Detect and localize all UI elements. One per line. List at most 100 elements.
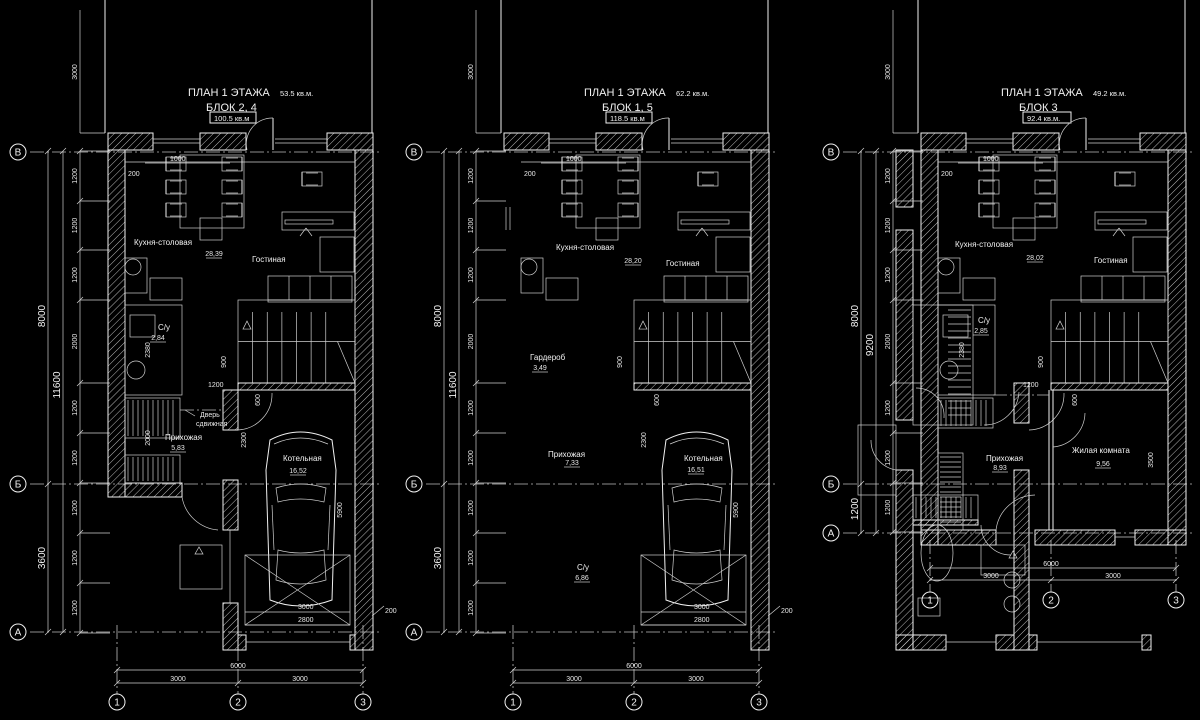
axis-col-3: 3 (750, 693, 768, 711)
wardrobe (124, 454, 181, 484)
plan-title: ПЛАН 1 ЭТАЖА (1001, 87, 1083, 99)
washbasin-icon (126, 360, 146, 380)
bathroom (124, 304, 183, 396)
line (872, 529, 880, 537)
chair-icon (1034, 179, 1056, 195)
chair-icon (561, 179, 583, 195)
room-area: 2,85 (974, 328, 988, 335)
entrance-porch (857, 424, 897, 496)
room-name: Кухня-столовая (556, 243, 614, 252)
floor-area: 62.2 кв.м. (676, 89, 709, 98)
leader-line (767, 605, 781, 617)
axis-bubble (405, 623, 423, 641)
dimension-text: 1200 (885, 168, 892, 184)
line (1047, 576, 1055, 584)
wall (237, 382, 356, 391)
wall (895, 634, 947, 651)
wall (633, 382, 752, 391)
axis-row-b: Б (405, 475, 423, 493)
tv-stand (677, 211, 751, 231)
dimension-lower: 3600 (433, 546, 444, 569)
dimension-lower: 3600 (37, 546, 48, 569)
axis-label: Б (15, 480, 22, 491)
wall (237, 634, 247, 651)
chair-seat (165, 202, 187, 218)
line (455, 147, 463, 155)
room-name: Кухня-столовая (134, 238, 192, 247)
door-swing-icon (1028, 392, 1065, 431)
dimension-text: 1000 (566, 156, 582, 163)
dimension-text: 200 (385, 608, 397, 615)
line (755, 679, 763, 687)
dimension-bay: 3000 (292, 676, 308, 683)
dimension-lower: 1200 (850, 497, 861, 520)
line (305, 227, 313, 237)
chair-seat (221, 179, 243, 195)
sofa-icon (267, 275, 353, 303)
dining-table (575, 154, 641, 229)
dimension-text: 2300 (641, 432, 648, 448)
axis-bubble (9, 475, 27, 493)
door-swing-icon (642, 117, 670, 151)
dimension-text: 1200 (1023, 382, 1039, 389)
dimension-text: 1200 (72, 168, 79, 184)
wall (750, 149, 770, 651)
toilet-icon (917, 597, 941, 617)
line (701, 227, 709, 237)
window (153, 138, 200, 144)
dimension-text: 600 (255, 394, 262, 406)
wall (222, 602, 239, 651)
dimension-bay: 3000 (566, 676, 582, 683)
tv-stand (1094, 211, 1168, 231)
chair-icon (1012, 217, 1036, 241)
total-area-box (605, 111, 653, 124)
dimension-overall: 8000 (37, 304, 48, 327)
dimension-total: 11600 (52, 371, 63, 399)
door-note: сдвижная (196, 421, 228, 428)
wall (722, 132, 770, 151)
chair-icon (1114, 171, 1136, 187)
floor-area: 49.2 кв.м. (1093, 89, 1126, 98)
line (44, 628, 52, 636)
chair-icon (221, 202, 243, 218)
chair-icon (165, 156, 187, 172)
axis-bubble (108, 693, 126, 711)
room-name: Котельная (684, 454, 723, 463)
wall (1167, 149, 1187, 546)
chair-seat (301, 171, 323, 187)
dimension-text: 1200 (885, 500, 892, 516)
dining-table (179, 154, 245, 229)
staircase (1050, 299, 1169, 384)
tv-icon (1097, 219, 1147, 225)
chair-seat (978, 202, 1000, 218)
dimension-text: 2000 (468, 334, 475, 350)
door-swing-icon (983, 391, 1020, 426)
room-area: 28,20 (624, 258, 642, 265)
line (667, 504, 671, 551)
dimension-chains: 3000120012001200200012001200120012001200… (37, 10, 367, 687)
axis-col-2: 2 (1042, 591, 1060, 609)
axis-bubble (354, 693, 372, 711)
line (327, 504, 331, 551)
block-label: БЛОК 2, 4 (206, 102, 257, 114)
wall (1013, 469, 1030, 651)
wall (107, 132, 154, 151)
chair-seat (617, 202, 639, 218)
room-name: Гостиная (666, 259, 700, 268)
dimension-text: 2300 (241, 432, 248, 448)
dimension-text: 1200 (885, 400, 892, 416)
armchair-icon (715, 236, 751, 273)
staircase (633, 299, 752, 384)
window (1088, 138, 1140, 144)
sink-icon (520, 258, 538, 276)
dimension-text: 200 (941, 171, 953, 178)
wall (354, 149, 374, 651)
plan-title: ПЛАН 1 ЭТАЖА (188, 87, 270, 99)
kitchen-counter (124, 257, 148, 294)
line (113, 679, 121, 687)
armchair-icon (319, 236, 355, 273)
chair-seat (1114, 171, 1136, 187)
dimension-text: 1200 (468, 500, 475, 516)
axis-label: В (15, 148, 22, 159)
